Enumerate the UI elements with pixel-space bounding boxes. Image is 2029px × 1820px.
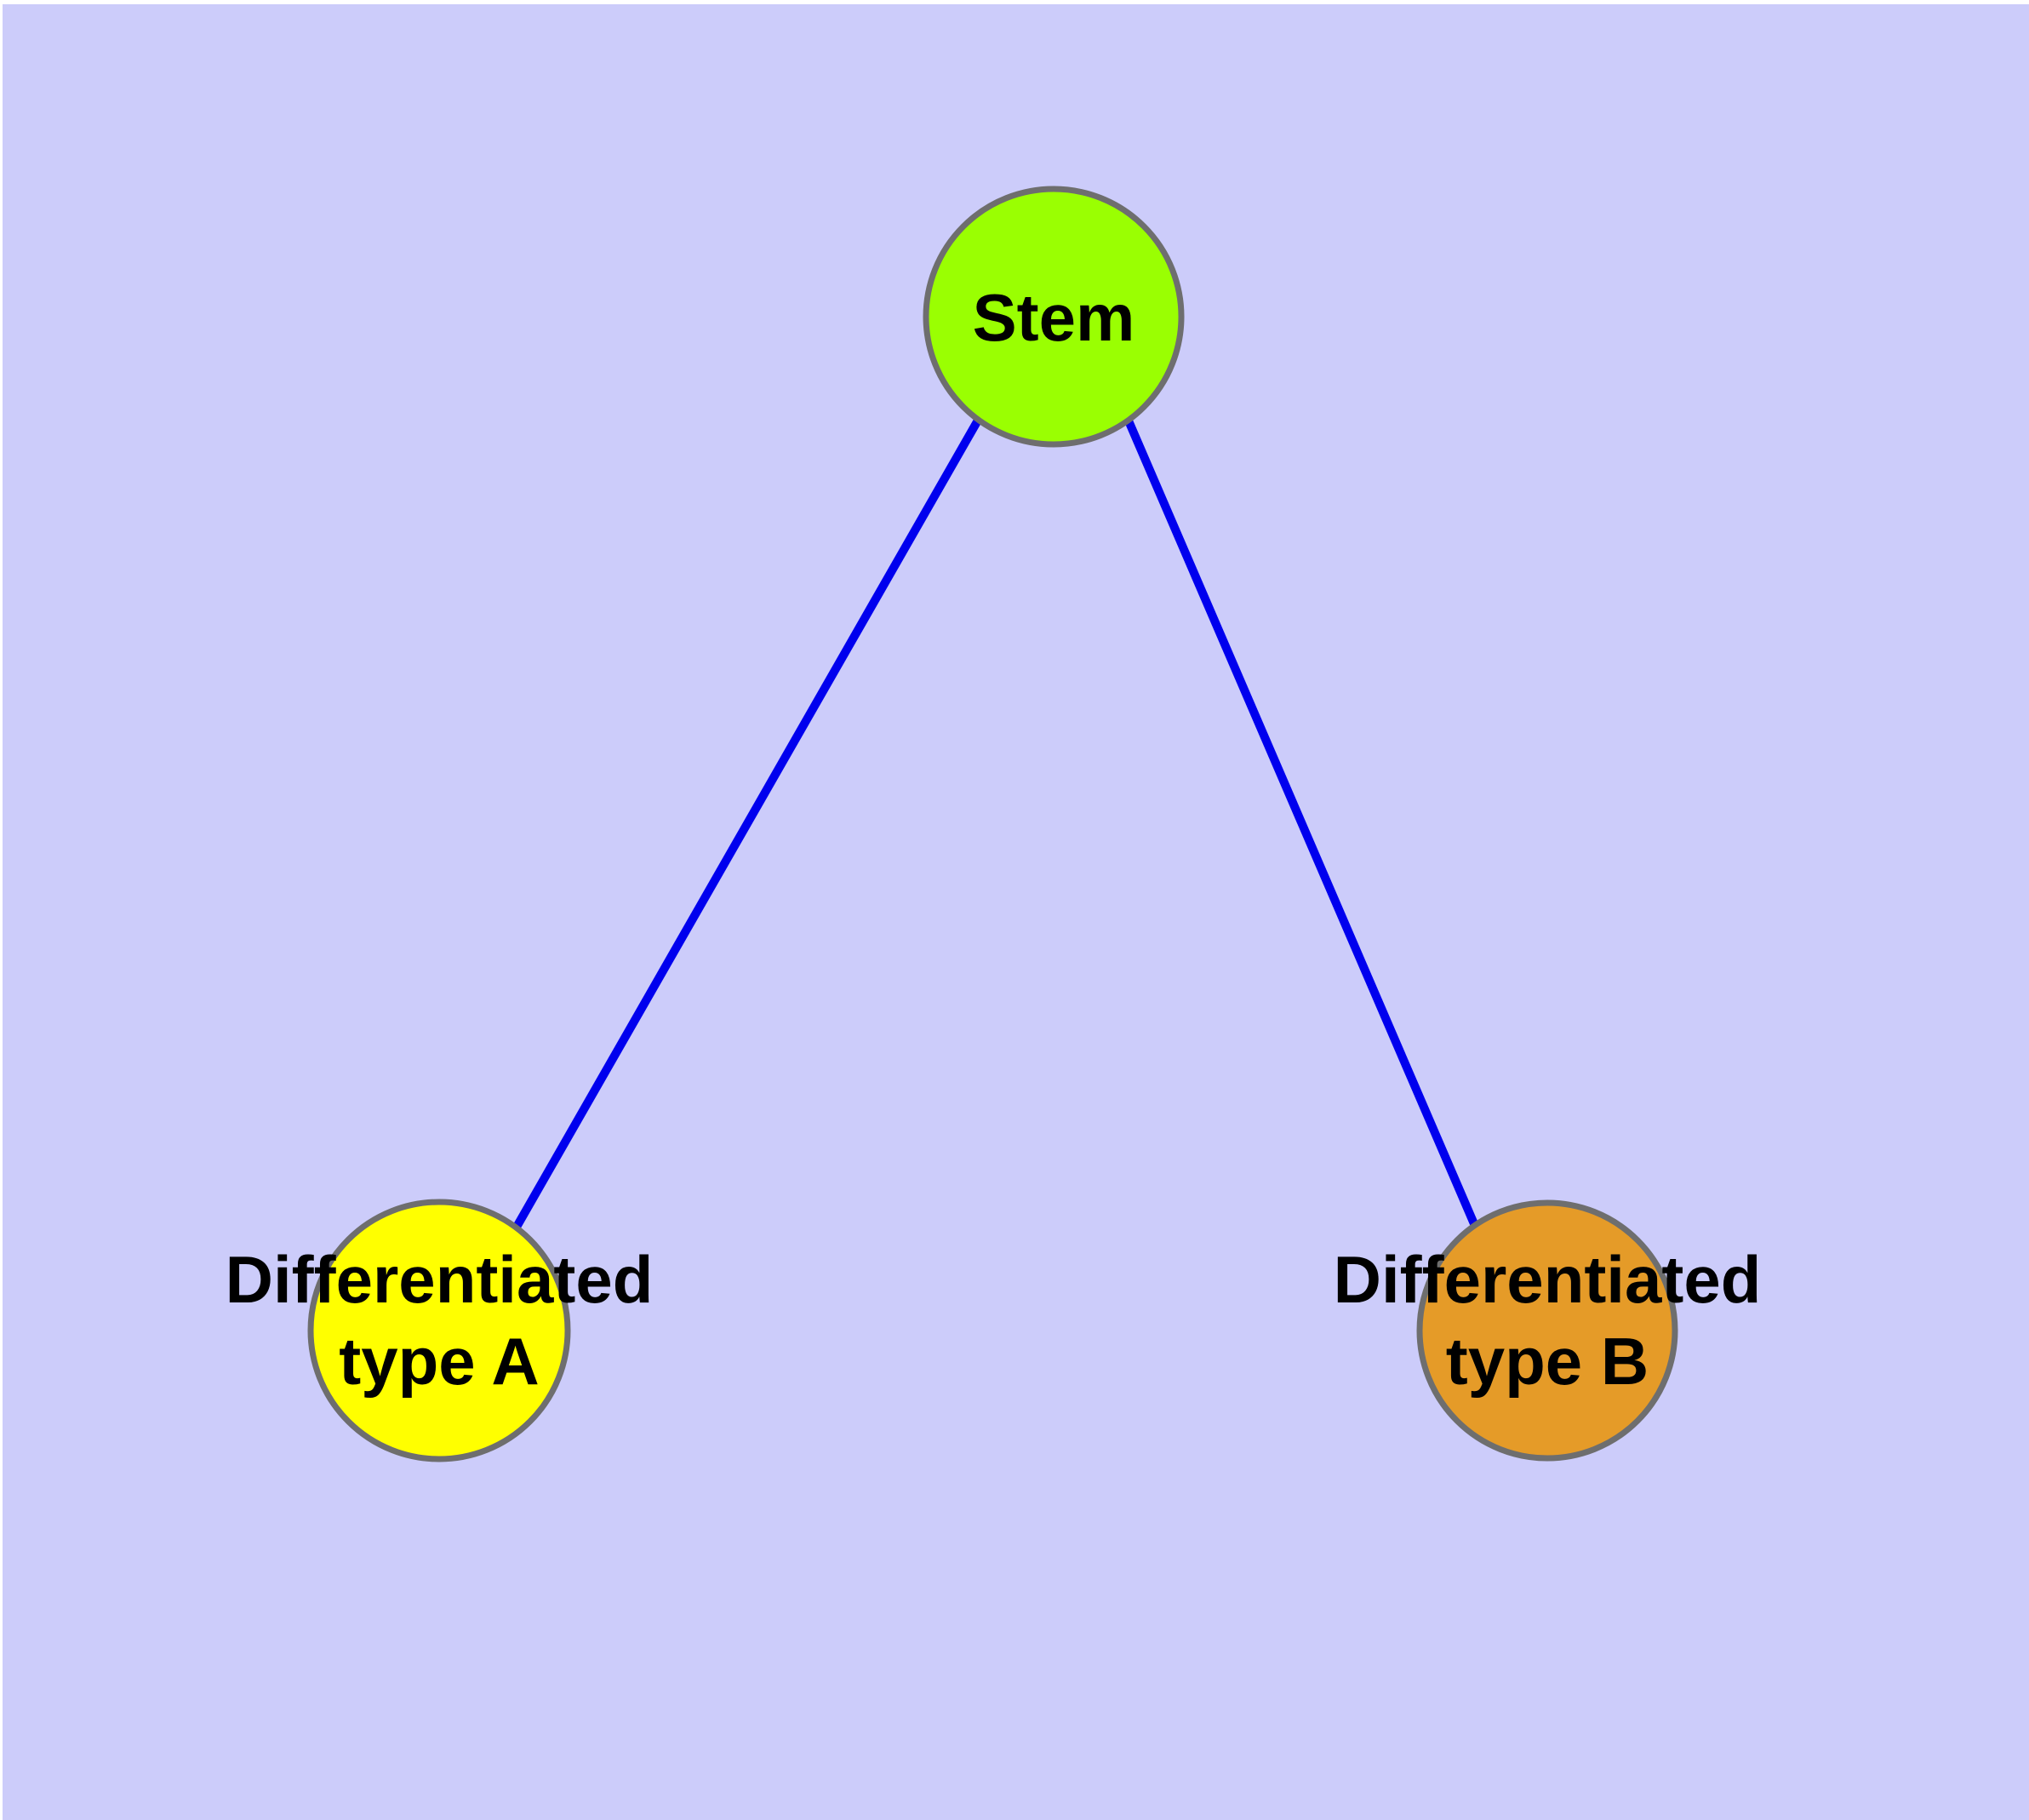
node-differentiated-type-a[interactable] (307, 1199, 571, 1462)
node-label-stem: Stem (973, 280, 1135, 355)
edge-stem-to-differentiated-type-a[interactable] (512, 416, 983, 1231)
node-label-differentiated-type-b-line1: Differentiated (1334, 1242, 1762, 1317)
edge-layer (512, 416, 1479, 1231)
node-label-differentiated-type-a-line1: Differentiated (226, 1242, 654, 1317)
node-label-differentiated-type-b-line2: type B (1446, 1324, 1649, 1399)
node-differentiated-type-b[interactable] (1416, 1199, 1678, 1462)
node-label-layer: Stem Differentiated type A Differentiate… (226, 280, 1762, 1399)
node-label-differentiated-type-a-line2: type A (339, 1324, 540, 1399)
node-layer (307, 186, 1678, 1462)
edge-stem-to-differentiated-type-b[interactable] (1123, 417, 1479, 1228)
node-stem[interactable] (923, 186, 1185, 448)
